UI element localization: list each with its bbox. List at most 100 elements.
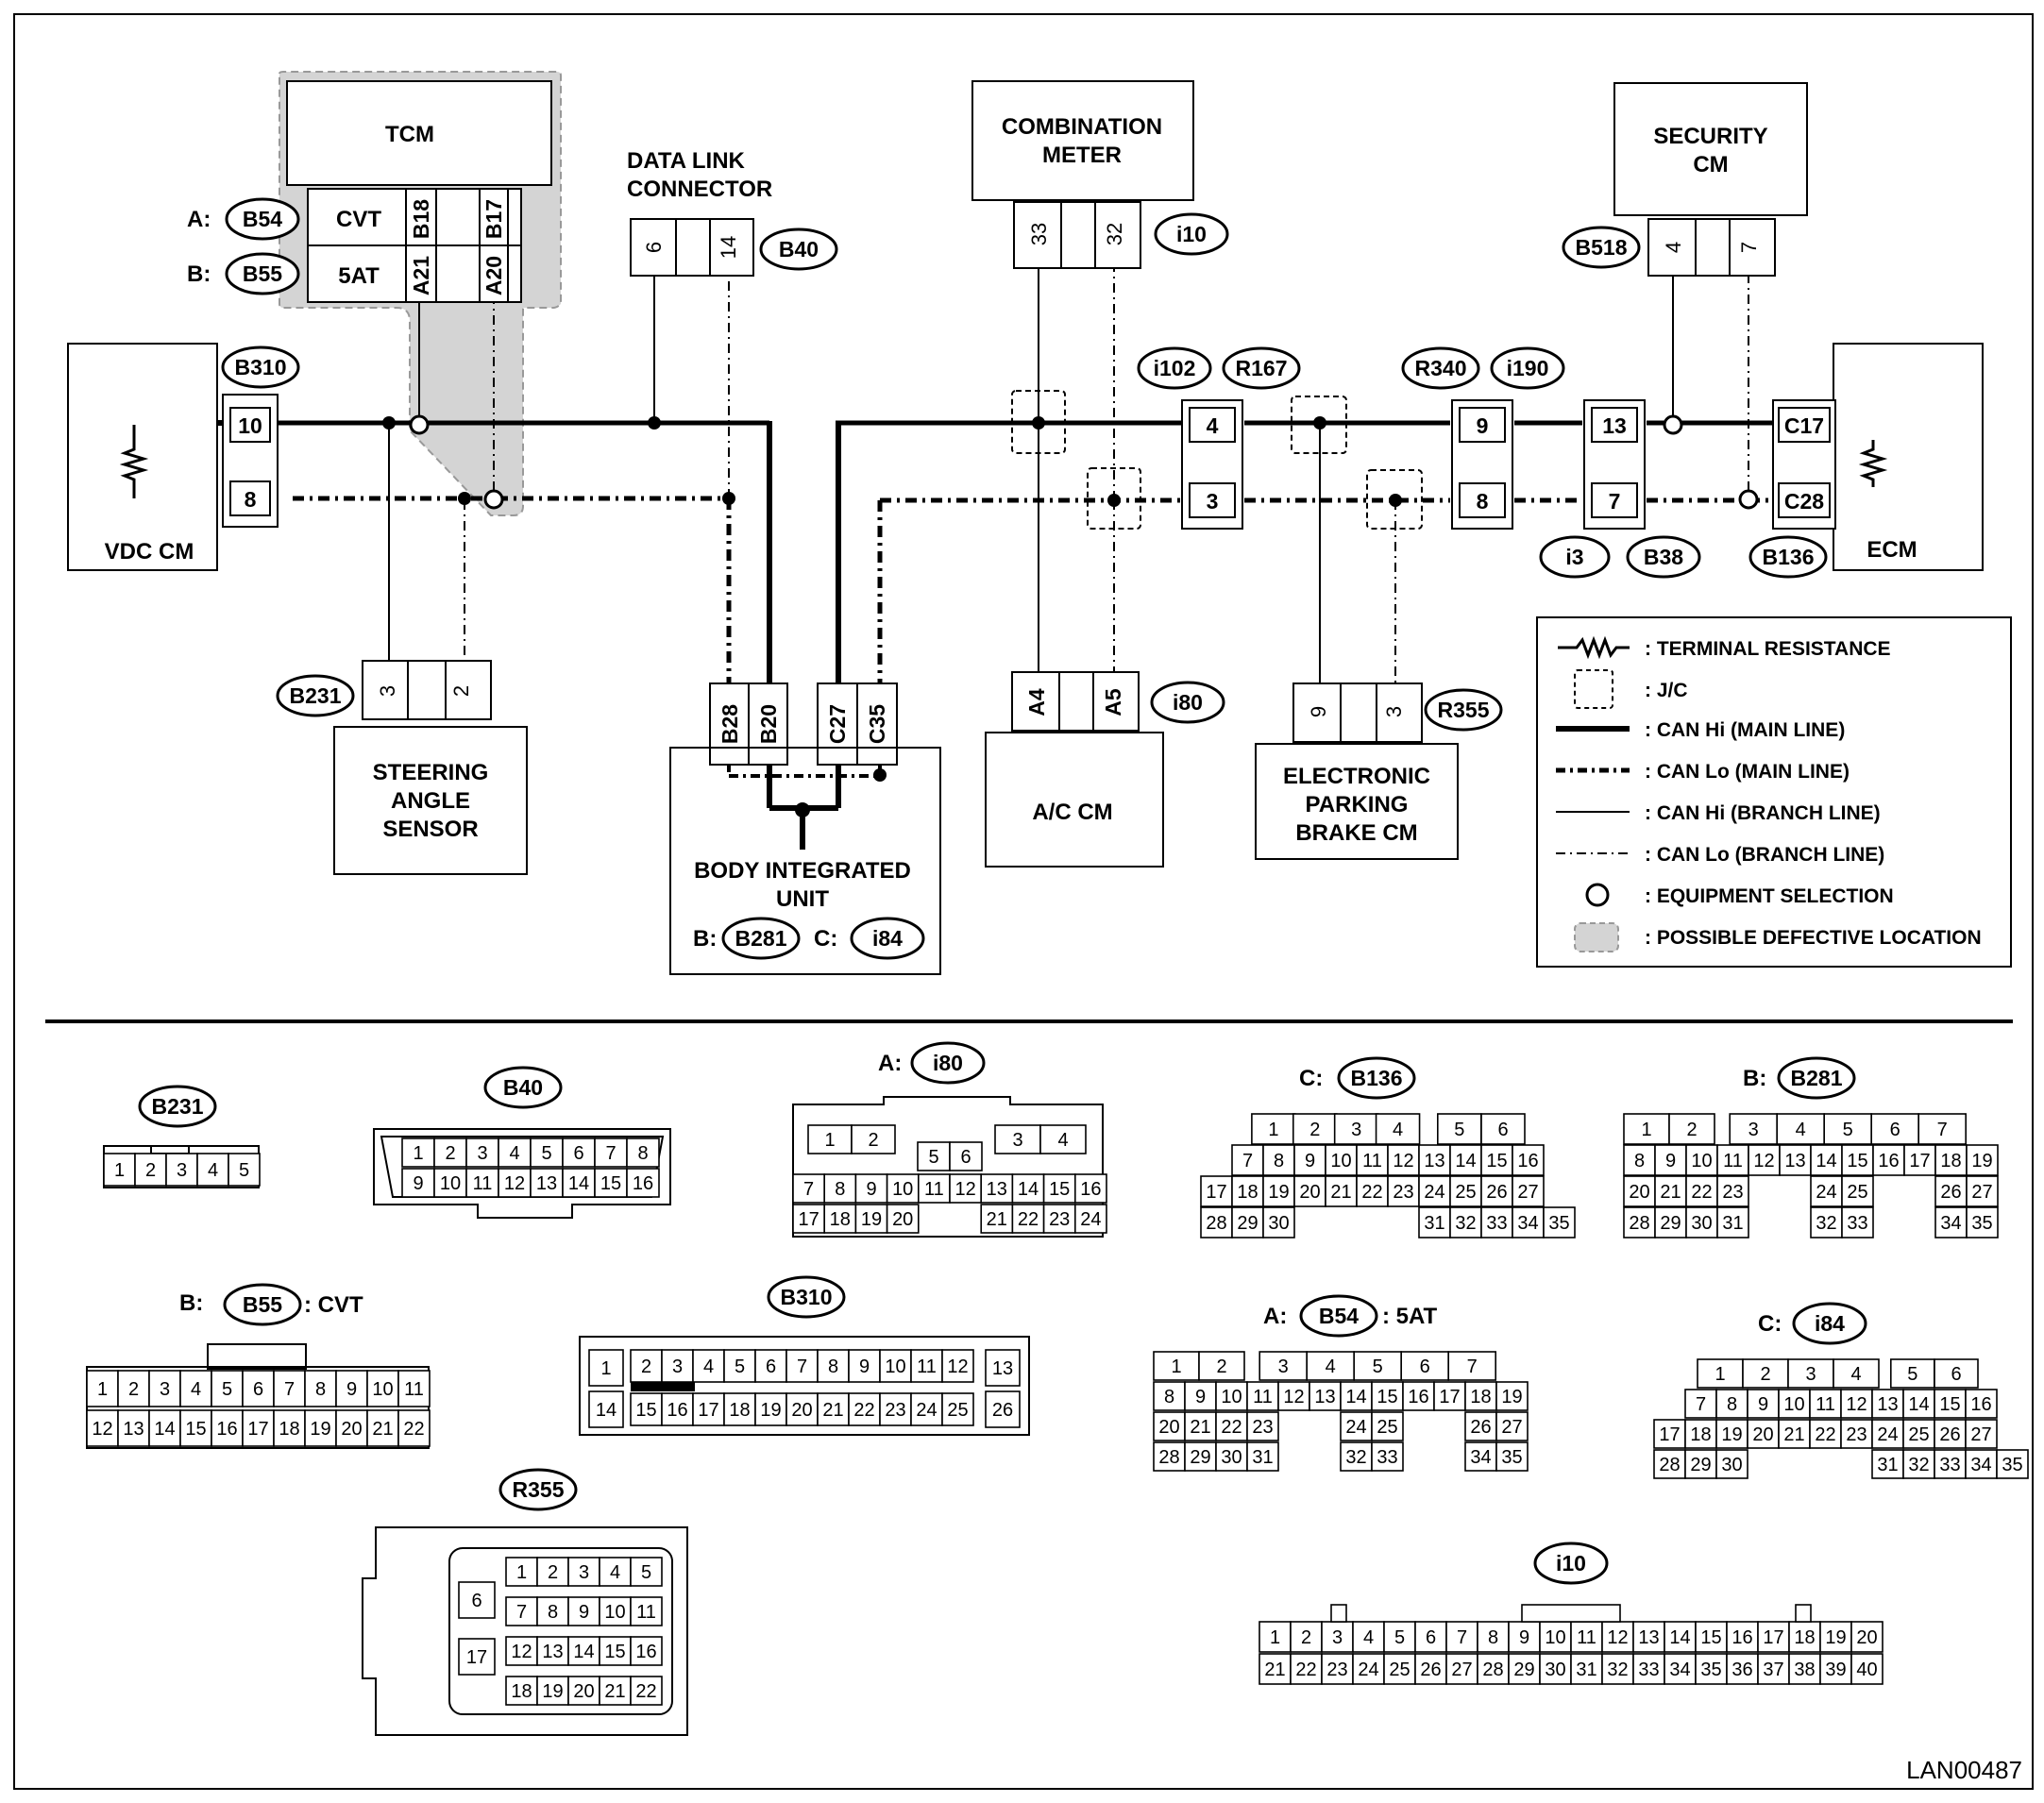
- legend-item-2: : J/C: [1645, 680, 1688, 701]
- face-pin-label: 25: [1389, 1660, 1410, 1680]
- face-pin-cell: [1996, 1449, 2029, 1479]
- face-pin-cell: [1039, 1124, 1087, 1154]
- face-pin-cell: [949, 1141, 983, 1171]
- face-pin-cell: [792, 1204, 826, 1234]
- face-pin-label: 33: [1486, 1213, 1507, 1234]
- face-pin-cell: [530, 1168, 564, 1198]
- face-pin-cell: [1684, 1389, 1717, 1419]
- face-pin-cell: [626, 1168, 660, 1198]
- face-pin-label: 12: [511, 1642, 532, 1662]
- face-pin-label: 16: [667, 1400, 687, 1421]
- epb-pin-hi: 9: [1307, 706, 1330, 717]
- face-pin-cell: [1277, 1381, 1310, 1411]
- vdc-terminal-resistor: [119, 425, 149, 498]
- steering-label-3: SENSOR: [382, 817, 478, 842]
- face-pin-label: 11: [1362, 1151, 1382, 1171]
- combination-meter-box: [971, 80, 1194, 201]
- face-pin-cell: [1716, 1206, 1749, 1239]
- face-pin-label: 1: [114, 1160, 125, 1181]
- face-pin-label: 7: [1696, 1394, 1706, 1415]
- face-pin-label: 14: [1018, 1179, 1039, 1200]
- face-title-i10: i10: [1556, 1551, 1586, 1576]
- face-pin-label: 33: [1847, 1213, 1867, 1234]
- face-pin-label: 16: [1517, 1151, 1538, 1171]
- face-pin-cell: [1870, 1113, 1919, 1145]
- face-pin-cell: [917, 1173, 951, 1204]
- face-pin-label: 12: [1846, 1394, 1867, 1415]
- face-pin-label: 15: [604, 1642, 625, 1662]
- face-pin-cell: [1966, 1206, 1999, 1239]
- face-pin-label: 4: [703, 1356, 714, 1377]
- face-pin-label: 26: [1486, 1182, 1507, 1203]
- face-pin-cell: [630, 1557, 663, 1587]
- face-pin-label: 24: [1080, 1209, 1101, 1230]
- connector-badge-r355: [1424, 688, 1503, 732]
- face-pin-label: 7: [516, 1602, 527, 1623]
- face-pin-label: 19: [1825, 1627, 1846, 1648]
- face-pin-label: 6: [1426, 1627, 1436, 1648]
- face-pin-cell: [1934, 1449, 1967, 1479]
- face-pin-cell: [1810, 1206, 1843, 1239]
- face-pin-cell: [1653, 1419, 1686, 1449]
- vdc-pin-hi: 10: [238, 413, 262, 438]
- face-pin-label: 11: [1723, 1151, 1743, 1171]
- face-pin-cell: [1325, 1175, 1358, 1207]
- face-pin-cell: [1850, 1653, 1884, 1685]
- equipment-selection-marks: [409, 414, 1759, 510]
- face-pin-label: 15: [1377, 1387, 1397, 1407]
- tcm-prefix-b: B:: [187, 261, 211, 287]
- face-pin-cell: [1623, 1175, 1656, 1207]
- face-pin-label: 27: [1451, 1660, 1472, 1680]
- face-pin-label: 21: [1190, 1417, 1210, 1438]
- face-pin-cell: [1074, 1173, 1107, 1204]
- security-label-2: CM: [1693, 152, 1728, 177]
- connector-id-b518: B518: [1576, 235, 1628, 260]
- face-pin-label: 21: [1783, 1424, 1804, 1445]
- face-pin-cell: [536, 1676, 569, 1706]
- face-pin-cell: [1966, 1175, 1999, 1207]
- face-pin-cell: [886, 1173, 920, 1204]
- face-pin-label: 28: [1629, 1213, 1649, 1234]
- connector-id-i3: i3: [1565, 545, 1583, 569]
- face-pin-label: 19: [1268, 1182, 1289, 1203]
- face-pin-cell: [1695, 1653, 1728, 1685]
- connector-id-i10: i10: [1176, 222, 1207, 246]
- face-pin-label: 11: [924, 1179, 944, 1200]
- face-pin-cell: [1437, 1113, 1482, 1145]
- face-pin-label: 11: [636, 1602, 656, 1623]
- face-pin-label: 2: [1301, 1627, 1311, 1648]
- face-pin-label: 5: [239, 1160, 249, 1181]
- face-pin-label: 10: [1783, 1394, 1804, 1415]
- face-pin-cell: [1153, 1381, 1186, 1411]
- face-pin-label: 4: [208, 1160, 218, 1181]
- face-pin-label: 34: [1470, 1447, 1491, 1468]
- legend-item-6: : CAN Lo (BRANCH LINE): [1645, 844, 1884, 866]
- face-pin-label: 5: [1394, 1627, 1405, 1648]
- junction-boxes: [1011, 390, 1423, 530]
- face-pin-label: 5: [1843, 1120, 1853, 1140]
- face-pin-label: 26: [1940, 1182, 1961, 1203]
- legend-item-8: : POSSIBLE DEFECTIVE LOCATION: [1645, 927, 1982, 949]
- meter-pin-lo: 32: [1103, 223, 1126, 245]
- face-pin-cell: [1258, 1653, 1292, 1685]
- face-pin-cell: [1623, 1144, 1656, 1176]
- face-pin-label: 16: [633, 1173, 653, 1194]
- face-b310-housing: [579, 1336, 1030, 1436]
- face-pin-label: 20: [341, 1419, 362, 1440]
- face-pin-cell: [1153, 1411, 1186, 1441]
- face-pin-cell: [851, 1124, 896, 1154]
- connector-id-b55: B55: [243, 261, 282, 286]
- face-pin-cell: [1716, 1144, 1749, 1176]
- face-pin-label: 20: [1856, 1627, 1877, 1648]
- face-pin-label: 21: [987, 1209, 1007, 1230]
- face-pin-label: 5: [541, 1143, 551, 1164]
- face-pin-cell: [1383, 1653, 1416, 1685]
- face-pin-label: 12: [1607, 1627, 1628, 1648]
- epb-label-3: BRAKE CM: [1295, 820, 1417, 846]
- face-pin-label: 10: [1545, 1627, 1565, 1648]
- face-pin-label: 6: [471, 1591, 481, 1611]
- face-pin-label: 17: [1659, 1424, 1680, 1445]
